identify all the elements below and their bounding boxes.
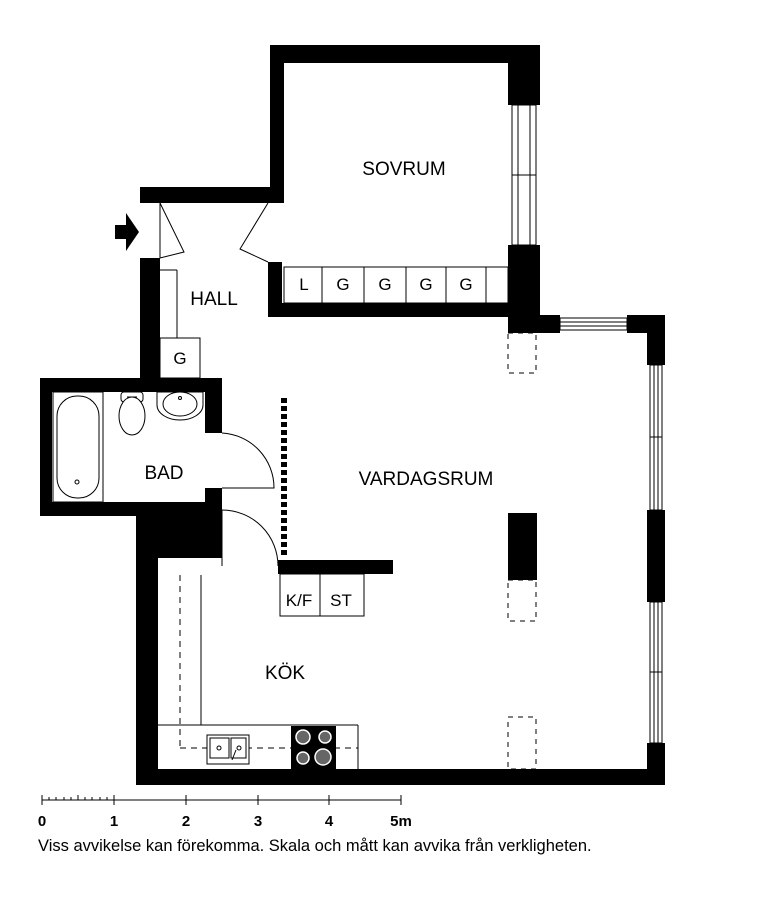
window-living-right-lower (649, 601, 663, 744)
bathroom-fixtures (52, 391, 204, 503)
wall-hall-left (140, 258, 160, 383)
dashed-markers (507, 332, 537, 770)
room-label-vardagsrum: VARDAGSRUM (359, 469, 494, 490)
wall-bath-bottom (40, 502, 222, 516)
wall-living-right-mid (647, 510, 665, 602)
bedroom-wardrobes (283, 266, 509, 304)
room-label-kok: KÖK (265, 663, 305, 684)
wall-living-right-top (647, 315, 665, 365)
wall-bath-top (40, 378, 222, 392)
scale-bar (41, 795, 402, 805)
walls (40, 45, 665, 785)
scale-labels: 0 1 2 3 4 5m (38, 813, 412, 830)
wall-bedroom-bottom (268, 303, 513, 317)
sink-icon (156, 391, 204, 421)
wardrobe-label: G (459, 275, 472, 294)
wall-bedroom-top (270, 45, 540, 63)
dotted-partition (281, 398, 287, 556)
pillar (508, 513, 537, 580)
entry-arrow-icon (115, 213, 139, 251)
wall-bedroom-inner-left (268, 262, 282, 317)
bedroom-door-swing (239, 202, 269, 263)
wall-bedroom-left (270, 45, 284, 203)
wardrobe-label: G (419, 275, 432, 294)
window-bedroom (511, 104, 537, 246)
kitchen-sink-icon (206, 734, 250, 765)
wardrobe-label: G (378, 275, 391, 294)
wall-kitchen-left (136, 510, 158, 785)
hall-fixtures (159, 269, 201, 379)
scale-tick-label: 1 (110, 813, 118, 830)
doors (159, 202, 279, 567)
wall-bottom (136, 769, 665, 785)
scale-minor-ticks (48, 795, 108, 800)
entry-door-swing (159, 202, 185, 259)
scale-tick-label: 3 (254, 813, 262, 830)
hall-wardrobe-label: G (173, 349, 186, 368)
wall-bath-kitchen (205, 488, 222, 558)
bathtub-icon (52, 391, 104, 503)
hall-wardrobe (159, 337, 201, 379)
kitchen-units (279, 573, 365, 617)
windows (511, 104, 663, 744)
wardrobe-label: G (336, 275, 349, 294)
wall-bath-right-upper (205, 378, 222, 433)
room-label-bad: BAD (144, 463, 183, 484)
wall-bath-left (40, 378, 52, 515)
wall-hall-top (140, 187, 284, 203)
wall-entry-left-upper (140, 187, 160, 203)
window-living-top (559, 317, 628, 331)
window-living-right-upper (649, 364, 663, 511)
fridge-freezer (279, 573, 321, 617)
wardrobe-labels: L G G G G (299, 275, 472, 294)
wall-kitchen-partition (278, 560, 393, 574)
room-label-hall: HALL (190, 289, 238, 310)
disclaimer-text: Viss avvikelse kan förekomma. Skala och … (38, 837, 592, 855)
fridge-freezer-label: K/F (286, 591, 312, 610)
scale-tick-label: 5m (390, 813, 412, 830)
room-label-sovrum: SOVRUM (362, 159, 445, 180)
scale-tick-label: 2 (182, 813, 190, 830)
scale-tick-label: 0 (38, 813, 46, 830)
wall-bedroom-right-upper (508, 45, 540, 105)
closet-st-label: ST (330, 591, 352, 610)
bathroom-door-swing (221, 432, 275, 489)
closet-st (319, 573, 365, 617)
scale-tick-label: 4 (325, 813, 334, 830)
kitchen-door-swing (221, 509, 279, 567)
stove-icon (291, 726, 336, 769)
wardrobe-label: L (299, 275, 308, 294)
wall-living-top-left (508, 315, 560, 333)
toilet-icon (118, 391, 146, 436)
